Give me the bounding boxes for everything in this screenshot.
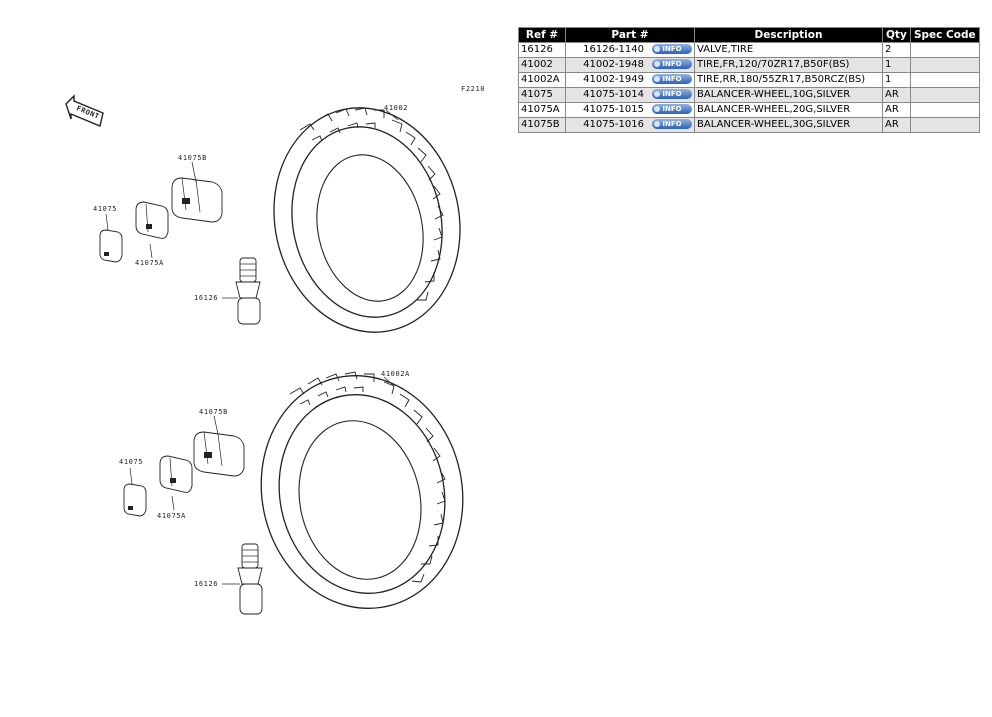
part-number: 41075-1015 bbox=[583, 104, 644, 115]
cell-spec bbox=[909, 57, 980, 73]
parts-diagram: F2210 FRONT 41002 41075B 41075A 41075 bbox=[65, 85, 485, 615]
cell-ref: 16126 bbox=[518, 42, 566, 58]
label-41075-bottom: 41075 bbox=[119, 458, 143, 466]
label-41075b-bottom: 41075B bbox=[199, 408, 228, 416]
info-button[interactable]: INFO bbox=[652, 89, 692, 99]
bottom-tire bbox=[260, 371, 464, 609]
balancer-41075a-bottom bbox=[159, 455, 193, 493]
balancer-41075b-top bbox=[171, 177, 223, 223]
front-arrow-icon: FRONT bbox=[65, 94, 104, 127]
table-row: 41075A 41075-1015 INFO BALANCER-WHEEL,20G… bbox=[518, 102, 980, 118]
cell-ref: 41075 bbox=[518, 87, 566, 103]
figure-code: F2210 bbox=[461, 85, 485, 93]
part-number: 16126-1140 bbox=[583, 44, 644, 55]
cell-qty: 1 bbox=[882, 72, 911, 88]
cell-spec bbox=[909, 102, 980, 118]
balancer-41075-top bbox=[99, 229, 123, 263]
cell-ref: 41002A bbox=[518, 72, 566, 88]
cell-spec bbox=[909, 42, 980, 58]
table-row: 41075B 41075-1016 INFO BALANCER-WHEEL,30G… bbox=[518, 117, 980, 133]
cell-part: 41075-1014 INFO bbox=[565, 87, 695, 103]
cell-spec bbox=[909, 87, 980, 103]
table-row: 41002 41002-1948 INFO TIRE,FR,120/70ZR17,… bbox=[518, 57, 980, 73]
cell-part: 41075-1015 INFO bbox=[565, 102, 695, 118]
header-ref: Ref # bbox=[518, 27, 566, 43]
cell-qty: AR bbox=[882, 117, 911, 133]
cell-qty: AR bbox=[882, 102, 911, 118]
label-41002a: 41002A bbox=[381, 370, 410, 378]
cell-part: 41002-1948 INFO bbox=[565, 57, 695, 73]
table-header-row: Ref # Part # Description Qty Spec Code bbox=[518, 27, 980, 43]
part-number: 41075-1016 bbox=[583, 119, 644, 130]
table-row: 41075 41075-1014 INFO BALANCER-WHEEL,10G,… bbox=[518, 87, 980, 103]
table-row: 16126 16126-1140 INFO VALVE,TIRE 2 bbox=[518, 42, 980, 58]
part-number: 41075-1014 bbox=[583, 89, 644, 100]
cell-qty: 2 bbox=[882, 42, 911, 58]
cell-spec bbox=[909, 117, 980, 133]
label-41075-top: 41075 bbox=[93, 205, 117, 213]
info-button[interactable]: INFO bbox=[652, 59, 692, 69]
header-qty: Qty bbox=[882, 27, 911, 43]
label-41002: 41002 bbox=[384, 104, 408, 112]
cell-ref: 41075B bbox=[518, 117, 566, 133]
cell-part: 41002-1949 INFO bbox=[565, 72, 695, 88]
cell-ref: 41002 bbox=[518, 57, 566, 73]
cell-description: BALANCER-WHEEL,10G,SILVER bbox=[694, 87, 883, 103]
parts-table: Ref # Part # Description Qty Spec Code 1… bbox=[518, 27, 980, 133]
label-16126-top: 16126 bbox=[194, 294, 218, 302]
cell-description: BALANCER-WHEEL,20G,SILVER bbox=[694, 102, 883, 118]
top-tire bbox=[273, 107, 461, 333]
cell-ref: 41075A bbox=[518, 102, 566, 118]
cell-part: 41075-1016 INFO bbox=[565, 117, 695, 133]
label-41075a-bottom: 41075A bbox=[157, 512, 186, 520]
header-part: Part # bbox=[565, 27, 695, 43]
table-row: 41002A 41002-1949 INFO TIRE,RR,180/55ZR17… bbox=[518, 72, 980, 88]
info-button[interactable]: INFO bbox=[652, 104, 692, 114]
cell-description: TIRE,RR,180/55ZR17,B50RCZ(BS) bbox=[694, 72, 883, 88]
valve-top bbox=[235, 257, 261, 325]
label-41075b-top: 41075B bbox=[178, 154, 207, 162]
cell-description: VALVE,TIRE bbox=[694, 42, 883, 58]
header-spec: Spec Code bbox=[909, 27, 980, 43]
cell-qty: 1 bbox=[882, 57, 911, 73]
part-number: 41002-1948 bbox=[583, 59, 644, 70]
valve-bottom bbox=[237, 543, 263, 615]
label-41075a-top: 41075A bbox=[135, 259, 164, 267]
balancer-41075b-bottom bbox=[193, 431, 245, 477]
cell-part: 16126-1140 INFO bbox=[565, 42, 695, 58]
balancer-41075a-top bbox=[135, 201, 169, 239]
header-description: Description bbox=[694, 27, 883, 43]
balancer-41075-bottom bbox=[123, 483, 147, 517]
cell-description: BALANCER-WHEEL,30G,SILVER bbox=[694, 117, 883, 133]
cell-spec bbox=[909, 72, 980, 88]
info-button[interactable]: INFO bbox=[652, 74, 692, 84]
part-number: 41002-1949 bbox=[583, 74, 644, 85]
info-button[interactable]: INFO bbox=[652, 119, 692, 129]
cell-qty: AR bbox=[882, 87, 911, 103]
label-16126-bottom: 16126 bbox=[194, 580, 218, 588]
info-button[interactable]: INFO bbox=[652, 44, 692, 54]
cell-description: TIRE,FR,120/70ZR17,B50F(BS) bbox=[694, 57, 883, 73]
